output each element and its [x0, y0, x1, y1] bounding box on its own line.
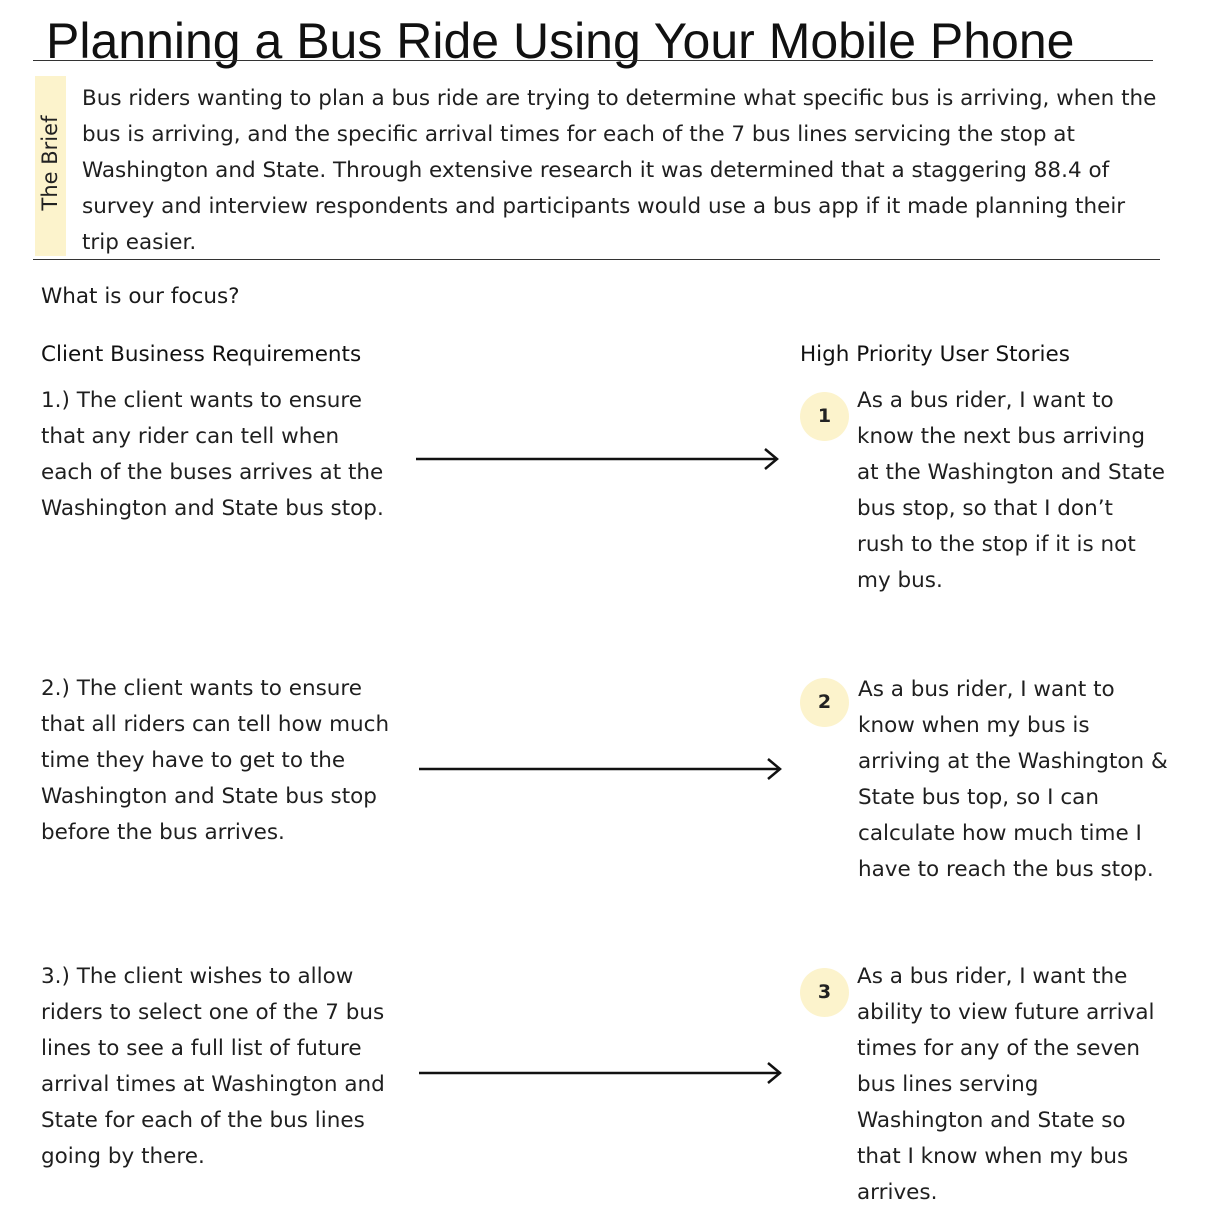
brief-text: Bus riders wanting to plan a bus ride ar… — [82, 86, 1157, 255]
story-number-badge-1: 1 — [800, 392, 849, 441]
brief-divider — [33, 259, 1160, 260]
requirement-3: 3.) The client wishes to allow riders to… — [41, 964, 385, 1169]
story-number-badge-3: 3 — [800, 968, 849, 1017]
user-stories-heading: High Priority User Stories — [800, 342, 1070, 367]
page-title: Planning a Bus Ride Using Your Mobile Ph… — [46, 13, 1075, 69]
requirements-heading: Client Business Requirements — [41, 342, 362, 367]
brief-label: The Brief — [38, 115, 62, 211]
focus-question: What is our focus? — [41, 284, 240, 309]
right-arrow-icon — [419, 1062, 782, 1084]
requirement-2: 2.) The client wants to ensure that all … — [41, 676, 390, 845]
right-arrow-icon — [419, 758, 782, 780]
requirement-1: 1.) The client wants to ensure that any … — [41, 388, 384, 521]
brief-tab — [35, 76, 66, 256]
user-story-2: As a bus rider, I want to know when my b… — [858, 677, 1168, 882]
story-number-badge-2: 2 — [800, 678, 849, 727]
user-story-3: As a bus rider, I want the ability to vi… — [857, 964, 1155, 1205]
user-story-1: As a bus rider, I want to know the next … — [857, 388, 1165, 593]
title-underline — [33, 60, 1153, 61]
right-arrow-icon — [416, 448, 779, 470]
